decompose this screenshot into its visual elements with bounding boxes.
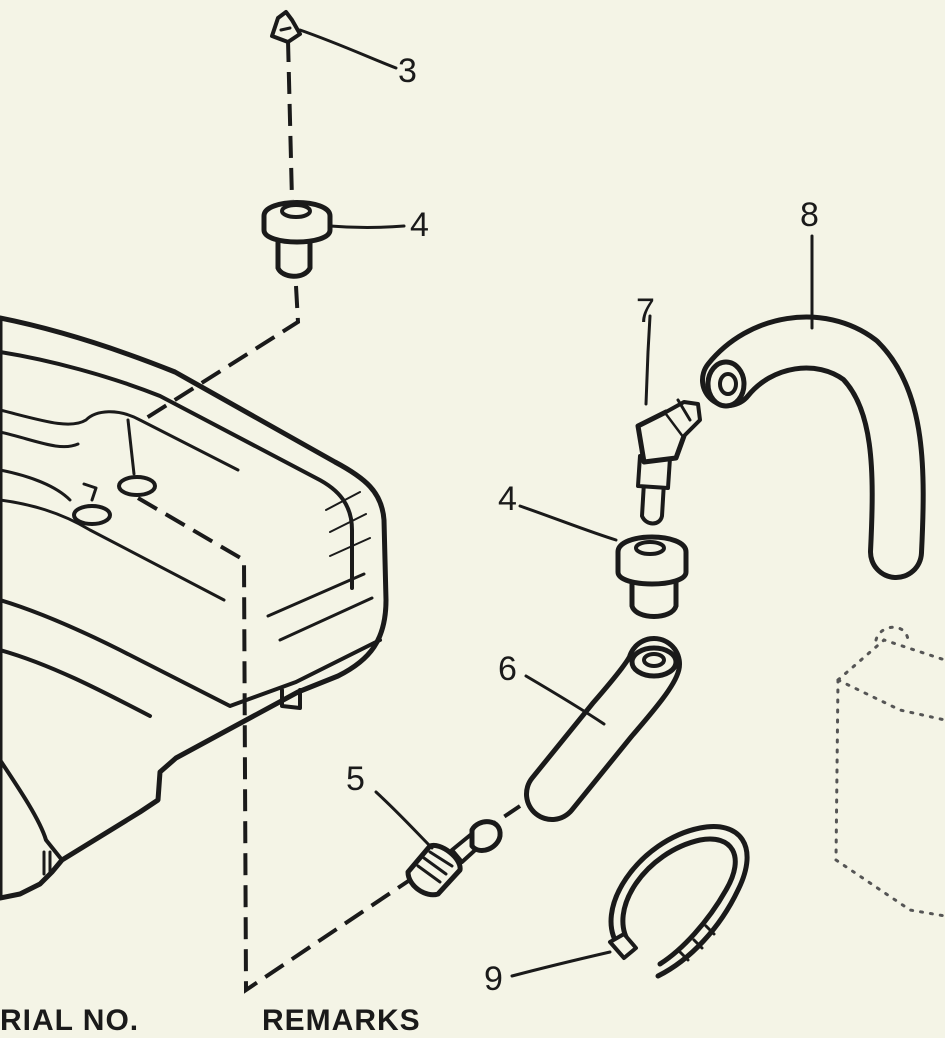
callout-7: 7 [636, 292, 655, 330]
callout-3: 3 [398, 52, 417, 90]
part-7-fitting [635, 314, 702, 526]
callout-9: 9 [484, 960, 503, 998]
callout-4-top: 4 [410, 206, 429, 244]
part-4-grommet-middle [518, 504, 689, 619]
callout-6: 6 [498, 650, 517, 688]
part-5-fitting [374, 790, 503, 898]
part-4-grommet-top [261, 200, 406, 279]
reference-container-outline [834, 625, 945, 918]
alignment-lines [136, 39, 522, 994]
callout-labels: 3 4 4 5 6 7 8 9 [346, 52, 819, 998]
part-3-cap [270, 10, 398, 70]
callout-5: 5 [346, 760, 365, 798]
part-9-clamp [510, 824, 750, 979]
part-8-hose [700, 234, 926, 580]
serial-no-header: RIAL NO. [0, 1004, 140, 1037]
callout-8: 8 [800, 196, 819, 234]
remarks-header: REMARKS [262, 1004, 421, 1037]
part-6-hose [524, 636, 682, 822]
fuel-tank [0, 315, 389, 901]
callout-4-middle: 4 [498, 480, 517, 518]
